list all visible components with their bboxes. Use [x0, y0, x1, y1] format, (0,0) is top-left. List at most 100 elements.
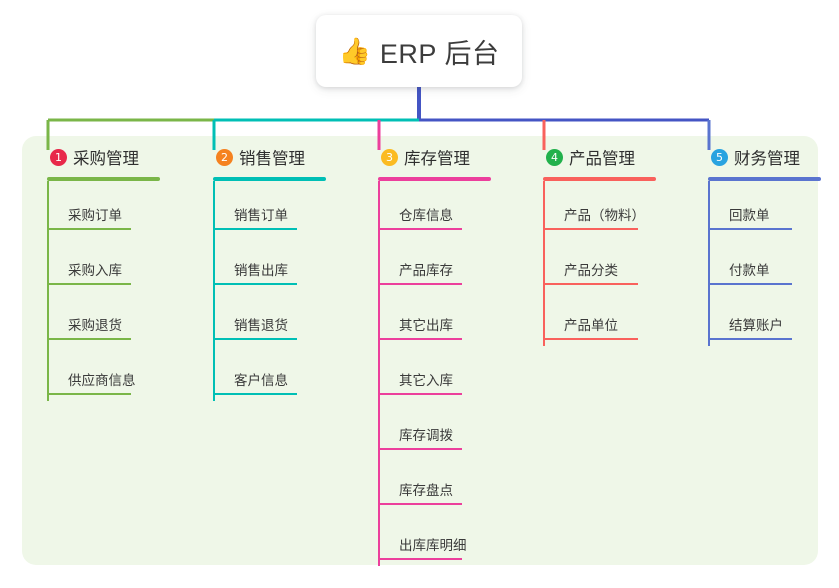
branch-item[interactable]: 付款单	[695, 236, 821, 291]
branch-item-list: 仓库信息产品库存其它出库其它入库库存调拨库存盘点出库库明细	[365, 181, 491, 566]
branch-item-underline	[378, 338, 462, 340]
branch-item[interactable]: 客户信息	[200, 346, 326, 401]
branch-header-5[interactable]: 5 财务管理	[695, 143, 821, 171]
branch-item-label: 仓库信息	[399, 208, 453, 223]
branch-item-list: 销售订单销售出库销售退货客户信息	[200, 181, 326, 401]
branch-spine	[708, 181, 710, 346]
branch-header-4[interactable]: 4 产品管理	[530, 143, 656, 171]
branch-title: 财务管理	[734, 150, 800, 168]
branch-item-label: 采购入库	[68, 263, 122, 278]
branch-title: 库存管理	[404, 150, 470, 168]
branch-item-underline	[47, 393, 131, 395]
branch-item-underline	[378, 228, 462, 230]
root-title: ERP 后台	[379, 38, 500, 69]
branch-item[interactable]: 结算账户	[695, 291, 821, 346]
branch-spine	[213, 181, 215, 401]
branch-number-badge: 4	[546, 148, 563, 166]
branch-item-label: 结算账户	[729, 318, 783, 333]
branch-item-underline	[213, 283, 297, 285]
branch-item[interactable]: 采购入库	[34, 236, 160, 291]
branch-item-underline	[378, 503, 462, 505]
root-node-content: 👍 ERP 后台	[339, 32, 500, 71]
branch-number-badge: 3	[381, 148, 398, 166]
branch-underline	[213, 177, 326, 181]
branch-item-label: 付款单	[729, 263, 770, 278]
branch-column-1: 1 采购管理采购订单采购入库采购退货供应商信息	[34, 143, 160, 401]
branch-underline	[543, 177, 656, 181]
branch-item[interactable]: 出库库明细	[365, 511, 491, 566]
branch-item-underline	[378, 558, 462, 560]
branch-item[interactable]: 回款单	[695, 181, 821, 236]
branch-header-2[interactable]: 2 销售管理	[200, 143, 326, 171]
branch-item-label: 库存盘点	[399, 483, 453, 498]
branch-item[interactable]: 供应商信息	[34, 346, 160, 401]
branch-item-underline	[378, 448, 462, 450]
branch-item-underline	[708, 283, 792, 285]
branch-item[interactable]: 产品单位	[530, 291, 656, 346]
branch-underline	[708, 177, 821, 181]
branch-item[interactable]: 销售出库	[200, 236, 326, 291]
branch-item-underline	[47, 283, 131, 285]
branch-item[interactable]: 产品分类	[530, 236, 656, 291]
branch-item[interactable]: 仓库信息	[365, 181, 491, 236]
branches-panel	[22, 136, 818, 565]
branch-number-badge: 2	[216, 148, 233, 166]
branch-title: 销售管理	[239, 150, 305, 168]
branch-number-badge: 1	[50, 148, 67, 166]
branch-item[interactable]: 采购退货	[34, 291, 160, 346]
branch-item-underline	[378, 393, 462, 395]
branch-spine	[378, 181, 380, 566]
branch-item-label: 销售出库	[234, 263, 288, 278]
branch-item-underline	[47, 338, 131, 340]
branch-item[interactable]: 产品库存	[365, 236, 491, 291]
branch-column-3: 3 库存管理仓库信息产品库存其它出库其它入库库存调拨库存盘点出库库明细	[365, 143, 491, 566]
thumbs-up-icon: 👍	[338, 36, 371, 66]
branch-item[interactable]: 其它入库	[365, 346, 491, 401]
branch-item-label: 采购订单	[68, 208, 122, 223]
branch-item-label: 供应商信息	[68, 373, 136, 388]
branch-item-underline	[213, 393, 297, 395]
branch-column-4: 4 产品管理产品（物料） 产品分类产品单位	[530, 143, 656, 346]
branch-item-underline	[543, 283, 638, 285]
branch-item-underline	[708, 338, 792, 340]
branch-item-list: 产品（物料） 产品分类产品单位	[530, 181, 656, 346]
branch-underline	[47, 177, 160, 181]
branch-spine	[543, 181, 545, 346]
branch-item-underline	[213, 338, 297, 340]
branch-item-underline	[543, 228, 638, 230]
branch-underline	[378, 177, 491, 181]
branch-item[interactable]: 库存调拨	[365, 401, 491, 456]
branch-item-label: 库存调拨	[399, 428, 453, 443]
branch-item[interactable]: 其它出库	[365, 291, 491, 346]
branch-item-list: 回款单付款单结算账户	[695, 181, 821, 346]
branch-item-underline	[47, 228, 131, 230]
branch-item[interactable]: 产品（物料）	[530, 181, 656, 236]
branch-title: 产品管理	[569, 150, 635, 168]
branch-item-label: 销售订单	[234, 208, 288, 223]
root-node[interactable]: 👍 ERP 后台	[316, 15, 522, 87]
branch-item[interactable]: 销售订单	[200, 181, 326, 236]
branch-item-label: 客户信息	[234, 373, 288, 388]
branch-item-underline	[543, 338, 638, 340]
branch-item-label: 产品分类	[564, 263, 618, 278]
branch-header-1[interactable]: 1 采购管理	[34, 143, 160, 171]
branch-item[interactable]: 销售退货	[200, 291, 326, 346]
branch-item-underline	[213, 228, 297, 230]
branch-item-label: 产品库存	[399, 263, 453, 278]
branch-number-badge: 5	[711, 148, 728, 166]
branch-item-label: 其它出库	[399, 318, 453, 333]
branch-item[interactable]: 采购订单	[34, 181, 160, 236]
branch-item-underline	[708, 228, 792, 230]
branch-item-label: 回款单	[729, 208, 770, 223]
branch-item-label: 产品（物料）	[564, 208, 645, 223]
branch-spine	[47, 181, 49, 401]
branch-item-underline	[378, 283, 462, 285]
branch-item-label: 产品单位	[564, 318, 618, 333]
branch-header-3[interactable]: 3 库存管理	[365, 143, 491, 171]
branch-item-list: 采购订单采购入库采购退货供应商信息	[34, 181, 160, 401]
branch-item-label: 采购退货	[68, 318, 122, 333]
branch-item-label: 出库库明细	[399, 538, 467, 553]
branch-item-label: 销售退货	[234, 318, 288, 333]
branch-item[interactable]: 库存盘点	[365, 456, 491, 511]
branch-title: 采购管理	[73, 150, 139, 168]
